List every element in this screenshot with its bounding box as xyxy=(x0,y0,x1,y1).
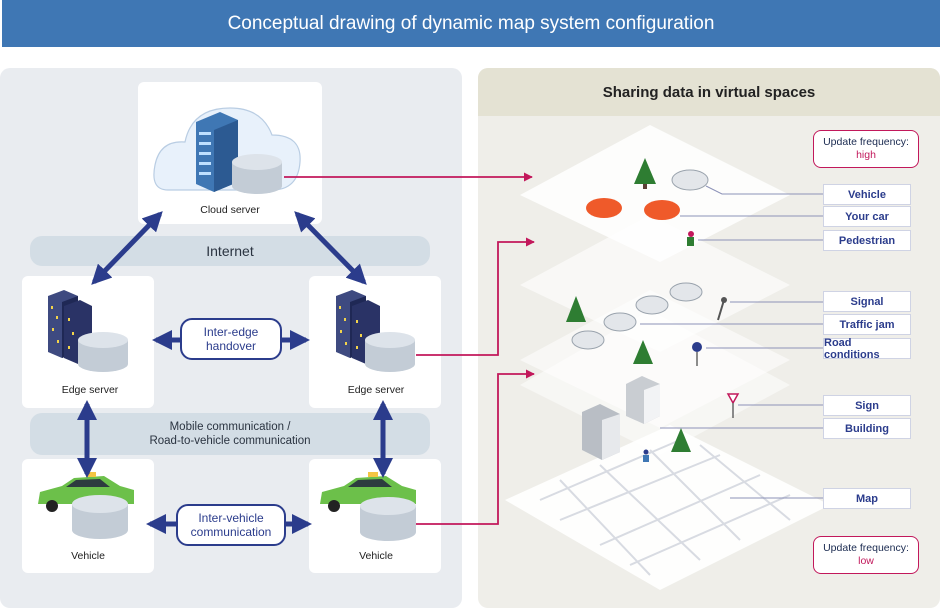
database-icon xyxy=(72,495,128,539)
data-links xyxy=(284,172,535,525)
label-map: Map xyxy=(823,488,911,509)
road-sign-icon xyxy=(726,393,740,418)
pedestrian-icon xyxy=(643,449,649,462)
label-vehicle: Vehicle xyxy=(823,184,911,205)
label-leaders xyxy=(640,185,823,499)
server-rack-icon xyxy=(48,290,92,364)
update-frequency-low: Update frequency: low xyxy=(813,536,919,574)
page-title: Conceptual drawing of dynamic map system… xyxy=(2,0,940,47)
database-icon xyxy=(78,332,128,372)
tree-icon xyxy=(671,428,691,452)
edge-server-left-label: Edge server xyxy=(61,384,119,396)
label-road-conditions: Road conditions xyxy=(823,337,911,361)
tree-icon xyxy=(634,158,656,189)
car-icon xyxy=(571,282,703,350)
server-rack-icon xyxy=(196,112,238,192)
label-signal: Signal xyxy=(823,291,911,312)
virtual-space-heading: Sharing data in virtual spaces xyxy=(478,68,940,116)
map-streets xyxy=(539,439,791,576)
title-text: Conceptual drawing of dynamic map system… xyxy=(227,12,715,34)
building-icon xyxy=(582,376,660,460)
pedestrian-icon xyxy=(687,231,694,246)
label-pedestrian: Pedestrian xyxy=(823,230,911,251)
tree-icon xyxy=(566,296,653,364)
car-icon xyxy=(586,169,709,220)
connection-arrows xyxy=(77,211,393,534)
database-icon xyxy=(360,497,416,541)
label-sign: Sign xyxy=(823,395,911,416)
cloud-server-label: Cloud server xyxy=(200,204,260,216)
label-building: Building xyxy=(823,418,911,439)
label-traffic-jam: Traffic jam xyxy=(823,314,911,335)
traffic-light-icon xyxy=(717,297,727,321)
vehicle-left-label: Vehicle xyxy=(71,550,105,562)
layer-planes xyxy=(505,125,830,590)
database-icon xyxy=(232,154,282,194)
road-sign-icon xyxy=(692,342,702,366)
database-icon xyxy=(365,332,415,372)
edge-server-right-label: Edge server xyxy=(347,384,405,396)
update-frequency-high: Update frequency: high xyxy=(813,130,919,168)
vehicle-right-label: Vehicle xyxy=(359,550,393,562)
label-your-car: Your car xyxy=(823,206,911,227)
